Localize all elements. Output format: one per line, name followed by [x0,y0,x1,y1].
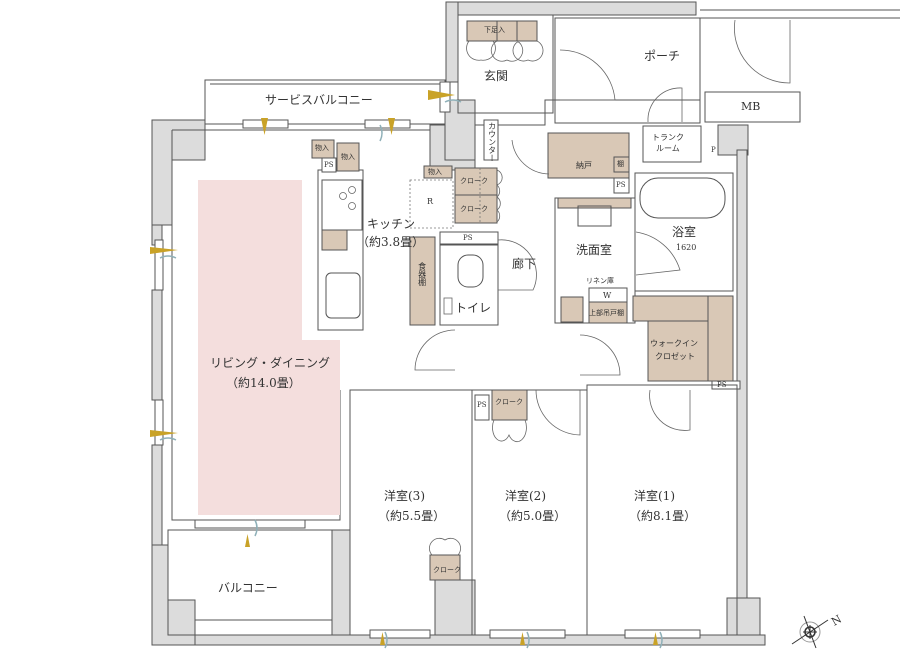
room-label-living-dining: リビング・ダイニング [210,356,331,370]
label-washer: W [603,291,612,300]
room-label-western-3-size: （約5.5畳） [378,509,446,523]
label-cloak-room2: クローク [495,398,523,406]
room-label-western-2-size: （約5.0畳） [499,509,567,523]
room-label-trunk-room-1: トランク [652,133,684,142]
living-dining-highlight [198,180,340,515]
room-label-washroom: 洗面室 [576,243,613,257]
label-upper-cabinet: 上部吊戸棚 [589,309,624,317]
room-label-trunk-room-2: ルーム [656,144,680,153]
label-cloak-2: クローク [460,205,488,213]
compass-icon [791,615,829,649]
room-label-entrance: 玄関 [484,69,509,83]
label-linen: リネン庫 [586,277,614,285]
room-label-porch: ポーチ [644,49,681,63]
label-storage-3: 物入 [428,168,442,176]
label-ps-room2: PS [477,401,487,409]
room-label-kitchen-size: （約3.8畳） [357,235,425,249]
room-label-storeroom: 納戸 [576,161,592,170]
room-label-wic-2: クロゼット [655,352,695,361]
room-label-toilet: トイレ [455,301,492,315]
room-label-wic-1: ウォークイン [650,339,698,348]
label-pipe: P [711,146,716,154]
label-counter: カウンター [487,122,497,162]
ventilation-markers [150,90,663,649]
room-label-western-1-size: （約8.1畳） [629,509,697,523]
label-cupboard: 食器棚 [417,262,427,286]
room-label-bathroom: 浴室 [672,225,697,239]
room-label-living-dining-size: （約14.0畳） [226,376,301,390]
room-label-balcony: バルコニー [218,581,278,595]
room-label-service-balcony: サービスバルコニー [265,93,373,107]
label-refrigerator: R [427,197,434,206]
label-cloak-room3: クローク [433,566,461,574]
label-cloak-1: クローク [460,177,488,185]
label-storage-2: 物入 [341,153,355,161]
room-label-mb: MB [741,100,761,113]
room-label-western-1: 洋室(1) [634,489,675,503]
room-label-kitchen: キッチン [367,217,416,231]
label-shoe-storage: 下足入 [484,26,505,34]
room-label-western-2: 洋室(2) [505,489,546,503]
room-label-western-3: 洋室(3) [384,489,425,503]
label-shelf: 棚 [617,160,624,168]
room-label-bathroom-size: 1620 [676,243,697,252]
label-ps-storeroom: PS [616,181,626,189]
label-ps-kitchen: PS [324,161,334,169]
label-ps-toilet: PS [463,234,473,242]
label-ps-wic: PS [717,381,727,389]
room-label-hallway: 廊下 [512,257,537,271]
label-storage-1: 物入 [315,144,329,152]
